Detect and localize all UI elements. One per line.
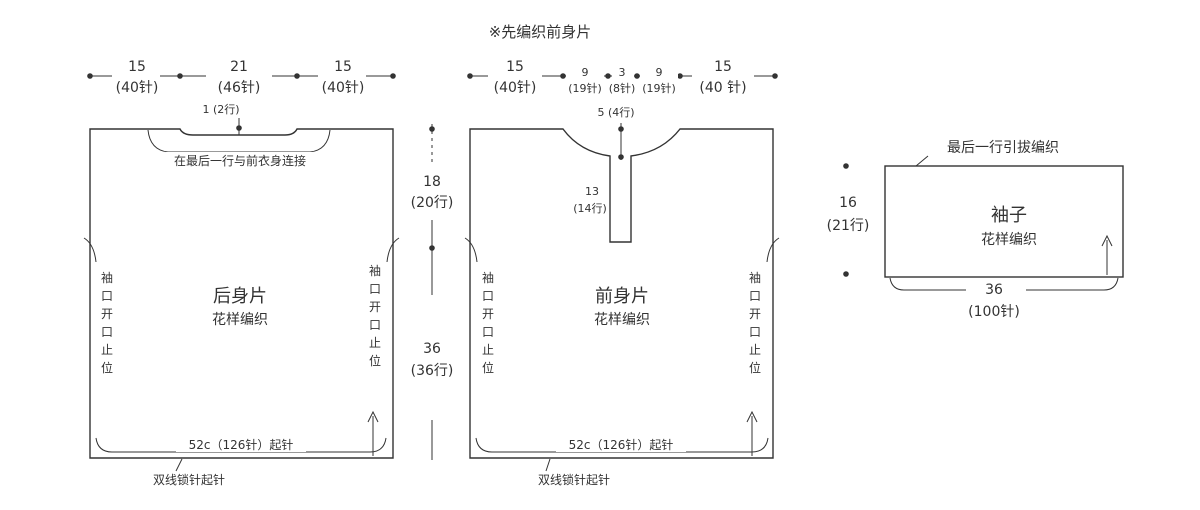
back-width-neck-cm: 21 — [230, 59, 248, 75]
upper-height-rows: (20行) — [411, 195, 454, 211]
sleeve-piece: 最后一行引拔编织 16 (21行) 袖子 花样编织 36 (100针) — [827, 140, 1124, 320]
vertical-label-text: 袖口开口止位 — [749, 270, 761, 375]
back-piece: 15 (40针) 21 (46针) 15 (40针) 1 (2行) 在最后一行与… — [83, 59, 400, 487]
front-width-neck-left-st: (19针) — [568, 81, 602, 95]
front-width-labels: 15 (40针) 9 (19针) 3 (8针) 9 (19针) 15 (40 针… — [488, 59, 754, 96]
front-outline — [469, 128, 774, 459]
front-piece-name: 前身片 — [595, 286, 649, 307]
back-width-right-cm: 15 — [334, 59, 352, 75]
vertical-label-text: 袖口开口止位 — [101, 270, 113, 375]
back-width-left-st: (40针) — [116, 80, 159, 96]
back-width-left-cm: 15 — [128, 59, 146, 75]
vertical-label-text: 袖口开口止位 — [369, 263, 381, 368]
back-cast-on: 52c（126针）起针 — [189, 437, 294, 452]
back-width-neck-st: (46针) — [218, 80, 261, 96]
sleeve-name: 袖子 — [991, 205, 1027, 226]
back-width-right-st: (40针) — [322, 80, 365, 96]
back-neck-depth: 1 (2行) — [202, 103, 239, 116]
front-pattern: 花样编织 — [594, 312, 650, 328]
front-width-slit-cm: 3 — [619, 66, 626, 79]
front-armhole-mark-right: 袖口开口止位 — [747, 269, 763, 377]
sleeve-height-rows: (21行) — [827, 218, 870, 234]
front-width-left-st: (40针) — [494, 80, 537, 96]
front-slit-rows: (14行) — [573, 202, 607, 215]
front-piece: 15 (40针) 9 (19针) 3 (8针) 9 (19针) 15 (40 针… — [464, 59, 780, 487]
diagram-title: ※先编织前身片 — [489, 23, 592, 41]
front-slit-cm: 13 — [585, 185, 599, 198]
front-chain-note: 双线锁针起针 — [538, 472, 610, 487]
lower-height-rows: (36行) — [411, 363, 454, 379]
front-width-neck-right-st: (19针) — [642, 81, 676, 95]
sleeve-pattern: 花样编织 — [981, 232, 1037, 248]
sleeve-width-cm: 36 — [985, 282, 1003, 298]
vertical-label-text: 袖口开口止位 — [482, 270, 494, 375]
sleeve-width-st: (100针) — [968, 304, 1020, 320]
front-neck-depth: 5 (4行) — [597, 106, 634, 119]
back-outline — [89, 128, 394, 459]
front-width-right-cm: 15 — [714, 59, 732, 75]
front-width-left-cm: 15 — [506, 59, 524, 75]
sleeve-bind-off: 最后一行引拔编织 — [947, 140, 1059, 156]
front-width-slit-st: (8针) — [609, 81, 636, 95]
front-width-right-st: (40 针) — [699, 80, 746, 96]
back-piece-name: 后身片 — [213, 286, 267, 307]
back-join-note: 在最后一行与前衣身连接 — [174, 153, 306, 168]
back-chain-note: 双线锁针起针 — [153, 472, 225, 487]
lower-height-cm: 36 — [423, 341, 441, 357]
back-width-labels: 15 (40针) 21 (46针) 15 (40针) — [112, 59, 366, 96]
back-pattern: 花样编织 — [212, 312, 268, 328]
height-dimensions: 18 (20行) 36 (36行) — [411, 124, 454, 460]
front-armhole-mark-left: 袖口开口止位 — [480, 269, 496, 377]
front-width-neck-right-cm: 9 — [656, 66, 663, 79]
sleeve-height-cm: 16 — [839, 195, 857, 211]
front-cast-on: 52c（126针）起针 — [569, 437, 674, 452]
sleeve-outline — [884, 165, 1124, 278]
upper-height-cm: 18 — [423, 174, 441, 190]
front-width-neck-left-cm: 9 — [582, 66, 589, 79]
back-armhole-mark-left: 袖口开口止位 — [99, 269, 115, 377]
back-armhole-mark-right: 袖口开口止位 — [367, 262, 383, 370]
